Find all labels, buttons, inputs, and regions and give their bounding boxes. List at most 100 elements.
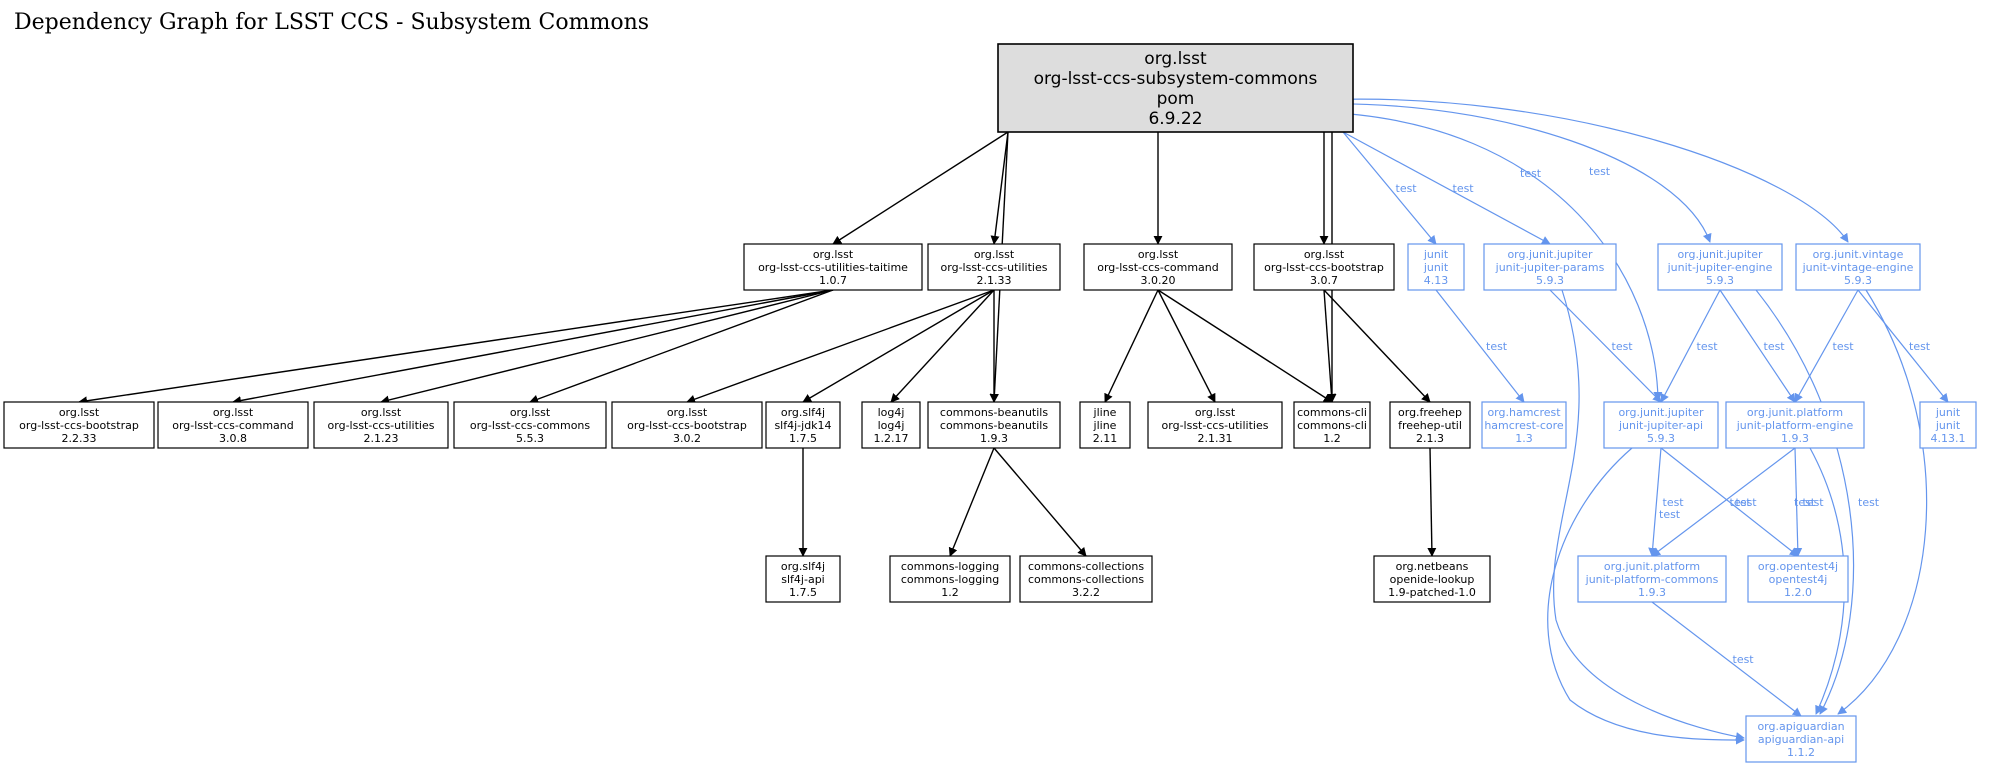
edge-org-lsst-ccs-subsystem-commons-to-junit-jupiter-params — [1342, 131, 1551, 245]
edge-org-lsst-ccs-subsystem-commons-to-org-lsst-ccs-utilities-taitime — [832, 131, 1009, 245]
edge-org-lsst-ccs-utilities-taitime-to-org-lsst-ccs-command — [232, 289, 834, 405]
node-line: org.lsst — [213, 406, 254, 419]
node-line: 1.7.5 — [789, 586, 817, 599]
edge-label-test: test — [1909, 340, 1931, 353]
node-line: commons-cli — [1297, 419, 1367, 432]
node-box — [611, 401, 763, 449]
edge-junit-jupiter-engine-to-junit-jupiter-api — [1660, 289, 1721, 403]
node-line: junit-jupiter-api — [1618, 419, 1703, 432]
edge-junit-jupiter-api-to-apiguardian-api — [1547, 447, 1745, 745]
node-box — [1079, 401, 1131, 449]
edge-junit-vintage-engine-to-apiguardian-api — [1837, 289, 1928, 715]
node-line: 3.0.20 — [1141, 274, 1176, 287]
edge-label-test: test — [1612, 340, 1634, 353]
node-line: 1.3 — [1515, 432, 1533, 445]
node-line: org.lsst — [1304, 248, 1345, 261]
node-line: junit — [1423, 261, 1449, 274]
node-line: openide-lookup — [1390, 573, 1475, 586]
node-line: org.lsst — [1138, 248, 1179, 261]
node-line: opentest4j — [1769, 573, 1828, 586]
edge-label-test: test — [1730, 496, 1752, 509]
node-line: 5.5.3 — [516, 432, 544, 445]
node-line: 2.2.33 — [62, 432, 97, 445]
node-line: org.lsst — [1144, 49, 1207, 69]
edge-junit-to-hamcrest-core — [1435, 289, 1525, 403]
node-line: org-lsst-ccs-utilities — [328, 419, 435, 432]
edge-commons-beanutils-to-commons-logging — [948, 447, 995, 557]
node-line: org-lsst-ccs-bootstrap — [1264, 261, 1384, 274]
node-line: 1.9.3 — [1781, 432, 1809, 445]
node-line: org-lsst-ccs-utilities-taitime — [758, 261, 908, 274]
node-box — [313, 401, 449, 449]
node-line: org-lsst-ccs-utilities — [1162, 419, 1269, 432]
edge-junit-platform-engine-to-junit-platform-commons — [1651, 447, 1796, 557]
node-line: junit — [1423, 248, 1449, 261]
node-line: 2.1.3 — [1416, 432, 1444, 445]
node-line: junit-jupiter-params — [1495, 261, 1605, 274]
node-line: 1.1.2 — [1787, 746, 1815, 759]
node-line: org.netbeans — [1396, 560, 1469, 573]
root-node: org.lsstorg-lsst-ccs-subsystem-commonspo… — [997, 43, 1354, 133]
node-line: org.lsst — [667, 406, 708, 419]
edge-org-lsst-ccs-subsystem-commons-to-junit-jupiter-engine — [1317, 103, 1712, 243]
edge-label-test: test — [1589, 165, 1611, 178]
node-line: hamcrest-core — [1484, 419, 1564, 432]
node-box — [1747, 555, 1849, 603]
node-line: org.lsst — [510, 406, 551, 419]
node-line: commons-beanutils — [940, 419, 1048, 432]
node-commons-collections-3-2-2: commons-collectionscommons-collections3.… — [1019, 555, 1153, 603]
node-line: 5.9.3 — [1844, 274, 1872, 287]
edge-junit-jupiter-api-to-opentest4j — [1660, 447, 1799, 557]
edge-org-lsst-ccs-subsystem-commons-to-junit-jupiter-api — [1317, 111, 1663, 401]
node-line: org-lsst-ccs-commons — [470, 419, 591, 432]
node-line: 3.0.2 — [673, 432, 701, 445]
edge-org-lsst-ccs-utilities-taitime-to-org-lsst-ccs-bootstrap — [78, 289, 834, 406]
node-line: junit — [1935, 419, 1961, 432]
edge-label-test: test — [1453, 182, 1475, 195]
node-box — [453, 401, 607, 449]
edge-junit-vintage-engine-to-junit-platform-engine — [1794, 289, 1859, 403]
edge-label-test: test — [1659, 508, 1681, 521]
node-line: commons-logging — [901, 560, 999, 573]
node-box — [1407, 243, 1465, 291]
node-line: junit-platform-engine — [1736, 419, 1854, 432]
node-line: 1.9.3 — [1638, 586, 1666, 599]
node-line: org.lsst — [361, 406, 402, 419]
node-box — [1293, 401, 1371, 449]
graph-title: Dependency Graph for LSST CCS - Subsyste… — [14, 10, 649, 35]
node-box — [1577, 555, 1727, 603]
node-box — [743, 243, 923, 291]
edge-label-test: test — [1764, 340, 1786, 353]
edge-junit-platform-engine-to-opentest4j — [1793, 447, 1803, 557]
node-line: org-lsst-ccs-command — [1097, 261, 1219, 274]
edge-junit-platform-commons-to-apiguardian-api — [1651, 601, 1802, 717]
node-line: org.hamcrest — [1487, 406, 1561, 419]
edge-label-test: test — [1396, 182, 1418, 195]
node-line: 1.2.0 — [1784, 586, 1812, 599]
node-line: 4.13.1 — [1931, 432, 1966, 445]
node-line: org-lsst-ccs-bootstrap — [19, 419, 139, 432]
node-line: jline — [1093, 406, 1117, 419]
node-line: org.slf4j — [781, 560, 825, 573]
node-line: 3.0.8 — [219, 432, 247, 445]
node-box — [1795, 243, 1921, 291]
node-line: commons-cli — [1297, 406, 1367, 419]
node-box — [1147, 401, 1283, 449]
edge-org-lsst-ccs-utilities-to-slf4j-jdk14 — [802, 289, 995, 403]
node-line: 1.7.5 — [789, 432, 817, 445]
node-org-lsst-ccs-utilities-taitime-1-0-7: org.lsstorg-lsst-ccs-utilities-taitime1.… — [743, 243, 923, 291]
node-line: slf4j-jdk14 — [774, 419, 831, 432]
